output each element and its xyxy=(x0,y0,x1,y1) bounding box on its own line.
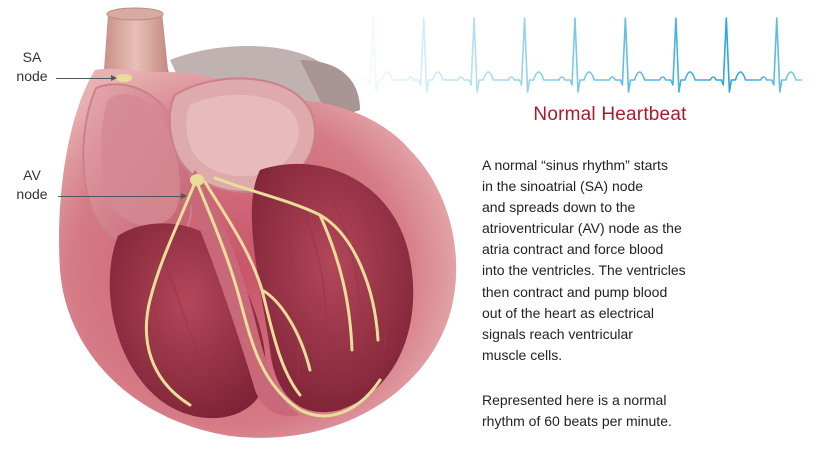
ecg-waveform xyxy=(348,18,802,92)
sa-node-label-line-2: node xyxy=(10,67,54,86)
av-node-label-line-2: node xyxy=(8,185,56,204)
description-line: out of the heart as electrical xyxy=(482,305,654,321)
av-node-marker xyxy=(190,174,204,186)
sa-node-label: SA node xyxy=(10,48,54,86)
rhythm-paragraph: Represented here is a normal rhythm of 6… xyxy=(482,390,782,432)
description-line: atrioventricular (AV) node as the xyxy=(482,220,682,236)
ecg-trace xyxy=(340,8,810,98)
description-line: and spreads down to the xyxy=(482,199,635,215)
av-node-pointer xyxy=(58,196,182,197)
description-line: A normal “sinus rhythm” starts xyxy=(482,157,668,173)
sa-node-pointer xyxy=(56,78,112,79)
description-line: into the ventricles. The ventricles xyxy=(482,262,686,278)
sa-node-marker xyxy=(116,74,132,82)
av-node-label: AV node xyxy=(8,166,56,204)
description-line: muscle cells. xyxy=(482,347,562,363)
rhythm-line: rhythm of 60 beats per minute. xyxy=(482,413,672,429)
description-paragraph: A normal “sinus rhythm” starts in the si… xyxy=(482,155,782,366)
description-line: in the sinoatrial (SA) node xyxy=(482,178,643,194)
description-line: signals reach ventricular xyxy=(482,326,633,342)
description-line: then contract and pump blood xyxy=(482,284,667,300)
av-node-label-line-1: AV xyxy=(8,166,56,185)
rhythm-line: Represented here is a normal xyxy=(482,392,666,408)
sa-node-label-line-1: SA xyxy=(10,48,54,67)
description-line: atria contract and force blood xyxy=(482,241,663,257)
page-title: Normal Heartbeat xyxy=(480,104,740,126)
